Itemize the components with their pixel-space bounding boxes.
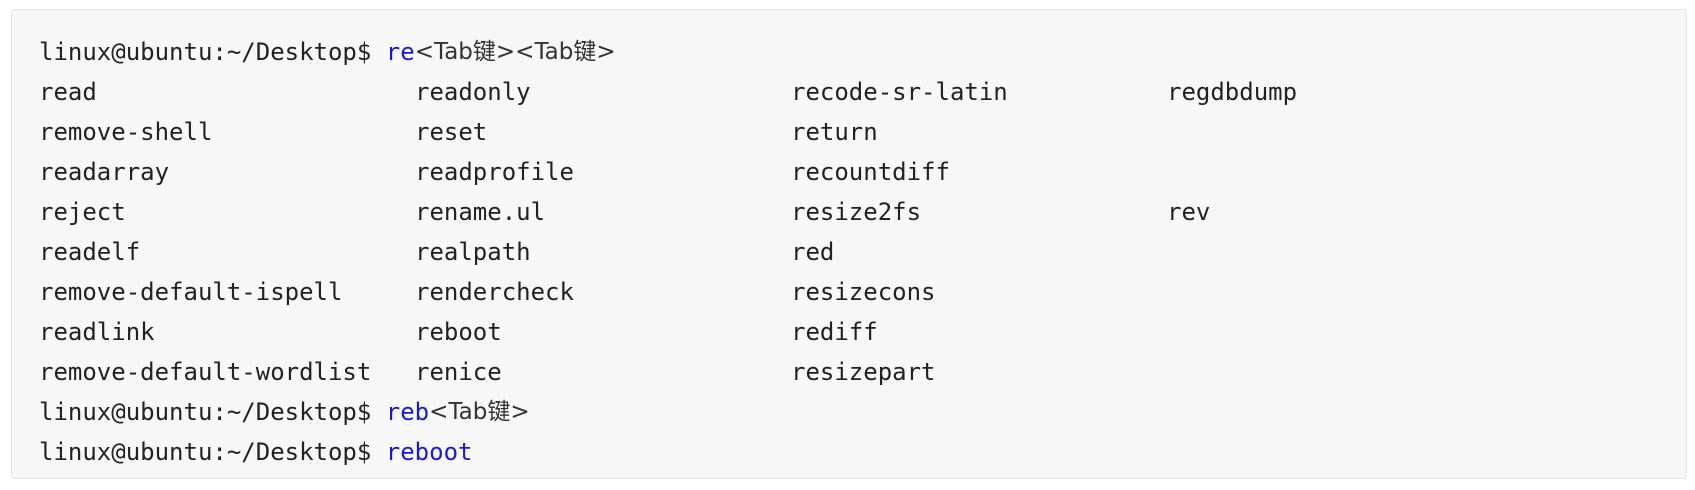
- completion-row: readlink reboot rediff: [39, 312, 1686, 352]
- completion-list: read readonly recode-sr-latin regdbdump remo…: [39, 72, 1686, 392]
- completion-row: readelf realpath red: [39, 232, 1686, 272]
- completion-item: renice: [415, 358, 502, 386]
- completion-item: red: [791, 238, 835, 266]
- completion-item: readonly: [415, 78, 531, 106]
- completion-item: recode-sr-latin: [791, 78, 1008, 106]
- completion-item: resize2fs: [791, 198, 922, 226]
- completion-item: resizecons: [791, 278, 936, 306]
- completion-item: [1167, 112, 1543, 152]
- completion-row: remove-default-wordlist renice resizepart: [39, 352, 1686, 392]
- completion-item: return: [791, 118, 878, 146]
- completion-row: read readonly recode-sr-latin regdbdump: [39, 72, 1686, 112]
- shell-prompt: linux@ubuntu:~/Desktop$: [39, 438, 386, 466]
- completion-item: [1167, 152, 1543, 192]
- completion-item: [1167, 352, 1543, 392]
- completion-item: [1167, 312, 1543, 352]
- completion-item: recountdiff: [791, 158, 950, 186]
- completion-item: readlink: [39, 318, 155, 346]
- completion-item: rev: [1167, 198, 1211, 226]
- shell-prompt: linux@ubuntu:~/Desktop$: [39, 38, 386, 66]
- completion-item: read: [39, 78, 97, 106]
- terminal-code-block: linux@ubuntu:~/Desktop$ re<Tab键><Tab键> r…: [11, 9, 1687, 479]
- completion-item: reset: [415, 118, 488, 146]
- completion-item: realpath: [415, 238, 531, 266]
- tab-key-hint: <Tab键>: [429, 399, 530, 425]
- prompt-line-1: linux@ubuntu:~/Desktop$ re<Tab键><Tab键>: [39, 32, 1686, 72]
- completion-item: [1167, 272, 1543, 312]
- completion-row: readarray readprofile recountdiff: [39, 152, 1686, 192]
- completion-item: remove-default-ispell: [39, 278, 343, 306]
- tab-key-hint: <Tab键><Tab键>: [414, 39, 616, 65]
- completion-row: remove-shell reset return: [39, 112, 1686, 152]
- completion-row: remove-default-ispell rendercheck resizeco…: [39, 272, 1686, 312]
- completion-item: rediff: [791, 318, 878, 346]
- completion-item: readprofile: [415, 158, 574, 186]
- prompt-line-2: linux@ubuntu:~/Desktop$ reb<Tab键>: [39, 392, 1686, 432]
- completion-item: resizepart: [791, 358, 936, 386]
- completion-item: remove-default-wordlist: [39, 358, 372, 386]
- prompt-line-3: linux@ubuntu:~/Desktop$ reboot: [39, 432, 1686, 472]
- completion-item: rename.ul: [415, 198, 546, 226]
- completion-item: reject: [39, 198, 126, 226]
- completion-item: reboot: [415, 318, 502, 346]
- completion-item: readarray: [39, 158, 170, 186]
- typed-command: reb: [385, 398, 430, 426]
- completion-item: regdbdump: [1167, 78, 1298, 106]
- typed-command: re: [385, 38, 415, 66]
- typed-command: reboot: [385, 438, 473, 466]
- shell-prompt: linux@ubuntu:~/Desktop$: [39, 398, 386, 426]
- completion-item: rendercheck: [415, 278, 574, 306]
- completion-item: remove-shell: [39, 118, 213, 146]
- completion-item: [1167, 232, 1543, 272]
- completion-row: reject rename.ul resize2fs rev: [39, 192, 1686, 232]
- completion-item: readelf: [39, 238, 141, 266]
